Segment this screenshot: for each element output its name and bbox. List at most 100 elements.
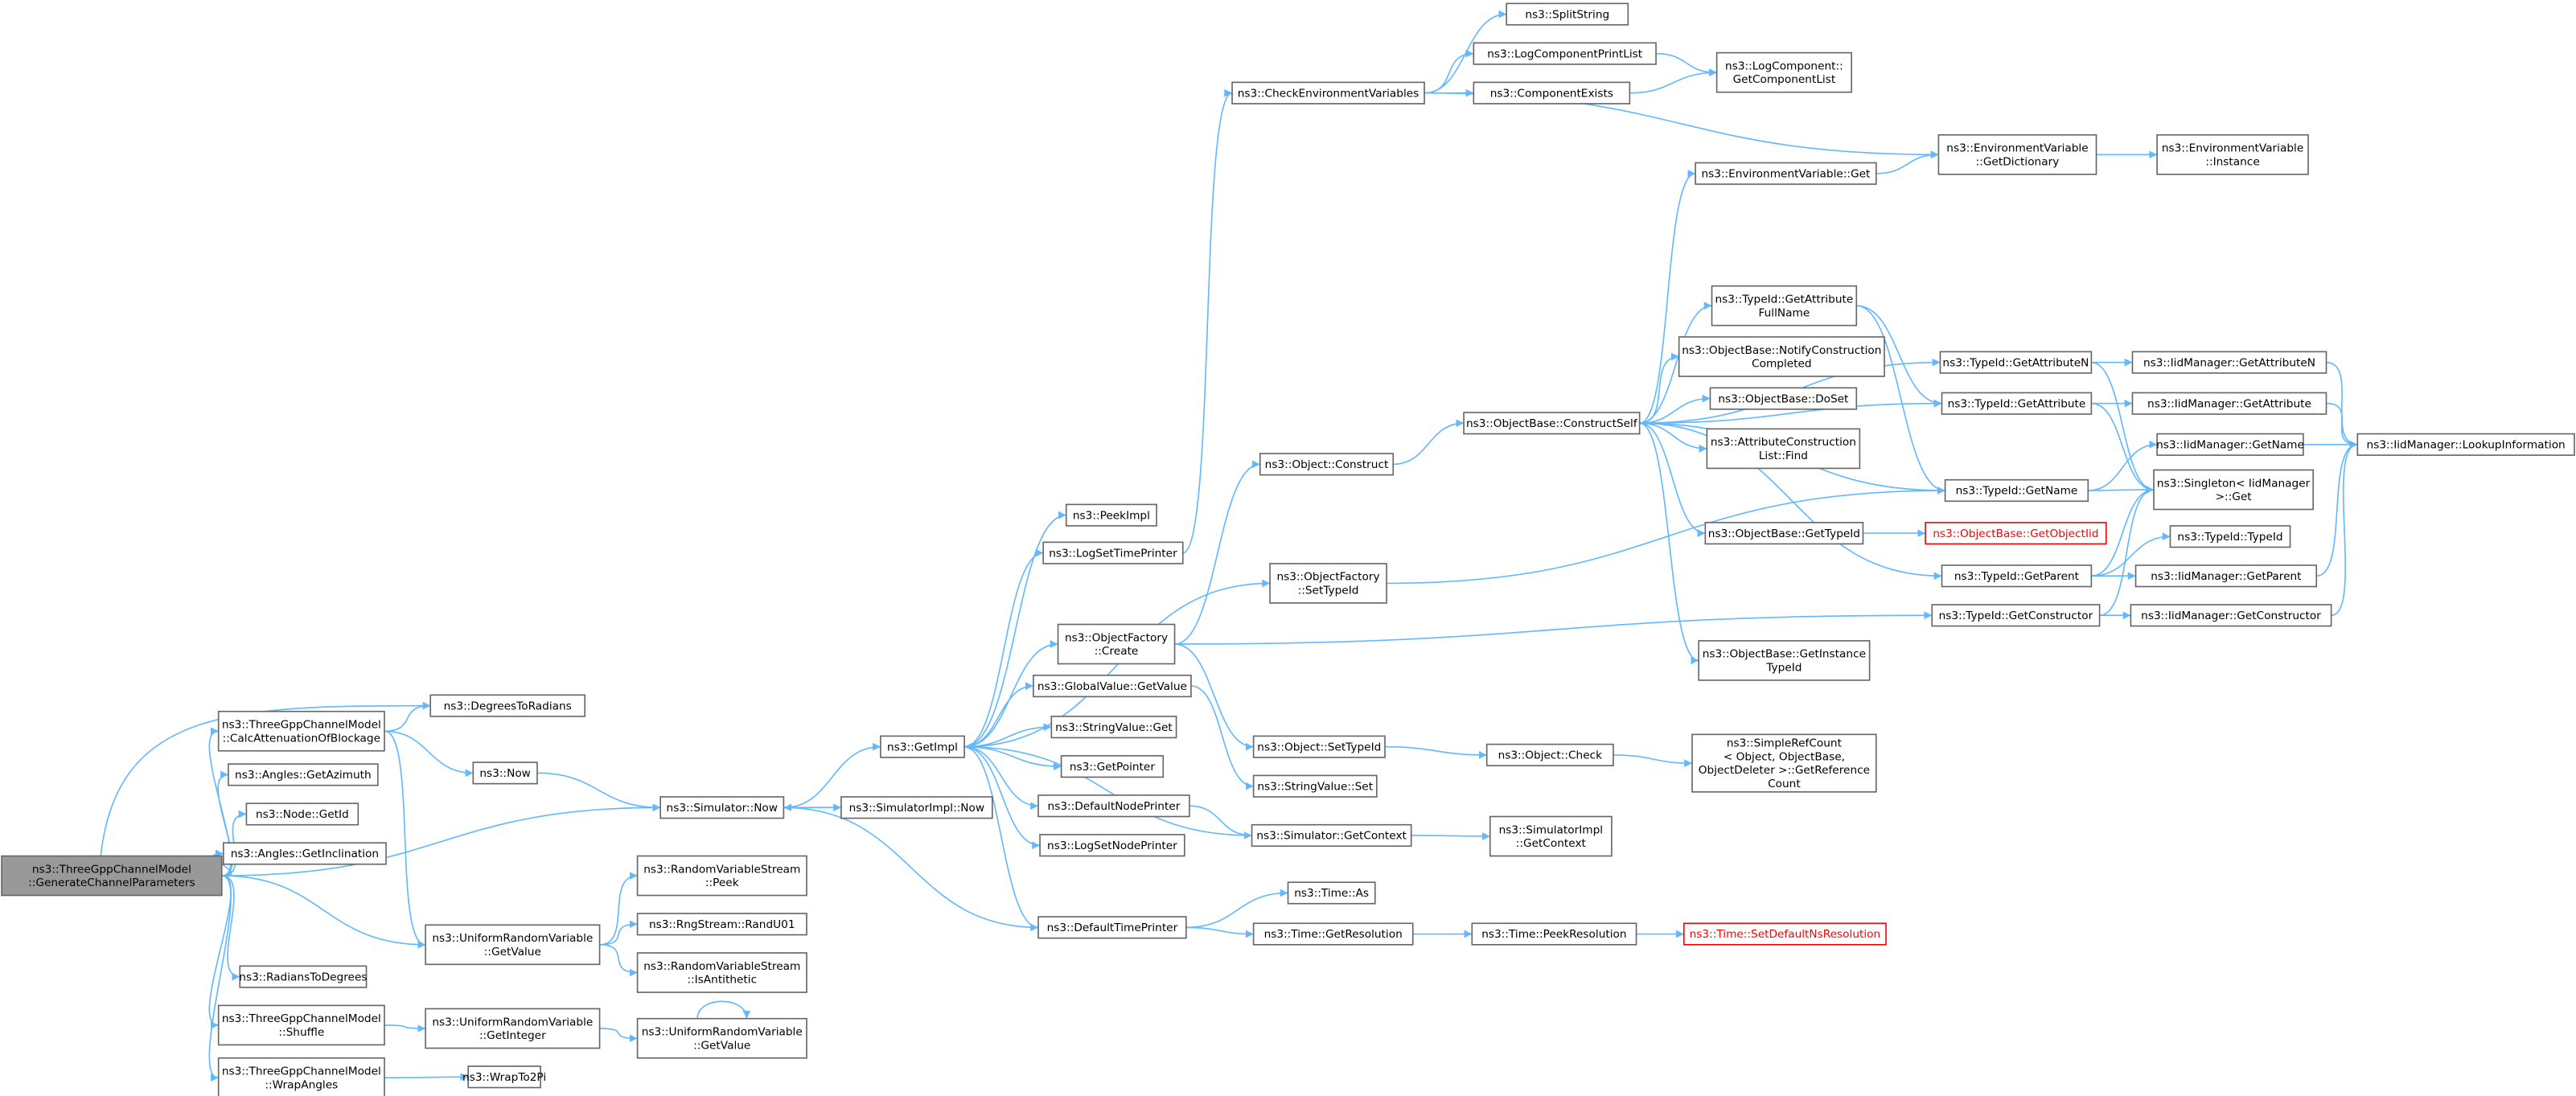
node-timepeekres[interactable]: ns3::Time::PeekResolution bbox=[1471, 922, 1637, 946]
node-simimplnow[interactable]: ns3::SimulatorImpl::Now bbox=[840, 796, 993, 819]
node-label: ns3::Angles::GetInclination bbox=[231, 848, 379, 860]
node-urvgetvalue[interactable]: ns3::UniformRandomVariable::GetValue bbox=[425, 924, 601, 966]
node-logsetnode[interactable]: ns3::LogSetNodePrinter bbox=[1039, 834, 1185, 857]
node-obconstructself[interactable]: ns3::ObjectBase::ConstructSelf bbox=[1463, 412, 1641, 435]
node-simnow[interactable]: ns3::Simulator::Now bbox=[659, 796, 785, 819]
node-box bbox=[1231, 81, 1425, 105]
node-wraptopi[interactable]: ns3::WrapTo2Pi bbox=[462, 1065, 546, 1089]
node-tidgetparent[interactable]: ns3::TypeId::GetParent bbox=[1941, 564, 2093, 588]
node-logsettime[interactable]: ns3::LogSetTimePrinter bbox=[1042, 541, 1184, 564]
node-gvgetvalue[interactable]: ns3::GlobalValue::GetValue bbox=[1033, 674, 1192, 698]
node-svset[interactable]: ns3::StringValue::Set bbox=[1252, 774, 1378, 798]
edge-tidgetparent-to-tidtypeid bbox=[2091, 532, 2171, 577]
node-getimpl[interactable]: ns3::GetImpl bbox=[880, 735, 965, 758]
node-calcatt[interactable]: ns3::ThreeGppChannelModel::CalcAttenuati… bbox=[217, 710, 385, 752]
node-deg2rad[interactable]: ns3::DegreesToRadians bbox=[429, 694, 586, 717]
node-box bbox=[1489, 815, 1613, 857]
node-singleton[interactable]: ns3::Singleton< IidManager>::Get bbox=[2153, 469, 2314, 511]
node-ofcreate[interactable]: ns3::ObjectFactory::Create bbox=[1057, 623, 1176, 665]
node-root[interactable]: ns3::ThreeGppChannelModel::GenerateChann… bbox=[1, 855, 223, 897]
node-defnodeprinter[interactable]: ns3::DefaultNodePrinter bbox=[1037, 794, 1190, 818]
node-obdoset[interactable]: ns3::ObjectBase::DoSet bbox=[1709, 387, 1858, 410]
node-tidgetattr[interactable]: ns3::TypeId::GetAttribute bbox=[1941, 392, 2093, 415]
node-urvgetvalue2[interactable]: ns3::UniformRandomVariable::GetValue bbox=[636, 1017, 807, 1059]
node-isanti[interactable]: ns3::RandomVariableStream::IsAntithetic bbox=[636, 952, 807, 993]
node-envget[interactable]: ns3::EnvironmentVariable::Get bbox=[1695, 162, 1877, 185]
node-tidgetattrn[interactable]: ns3::TypeId::GetAttributeN bbox=[1939, 351, 2093, 374]
node-iidgetname[interactable]: ns3::IidManager::GetName bbox=[2156, 433, 2304, 456]
node-envinst[interactable]: ns3::EnvironmentVariable::Instance bbox=[2156, 133, 2309, 175]
node-box bbox=[1252, 774, 1378, 798]
edge-obconstructself-to-obgettypeid bbox=[1639, 422, 1706, 537]
node-box bbox=[1252, 922, 1414, 946]
node-box bbox=[1471, 922, 1637, 946]
node-randu01[interactable]: ns3::RngStream::RandU01 bbox=[636, 913, 807, 936]
node-label: ns3::TypeId::GetAttribute bbox=[1715, 293, 1854, 306]
node-rvspeek[interactable]: ns3::RandomVariableStream::Peek bbox=[636, 855, 807, 897]
node-label: TypeId bbox=[1765, 662, 1802, 675]
node-label: ns3::ThreeGppChannelModel bbox=[222, 719, 381, 732]
node-simgetctx[interactable]: ns3::Simulator::GetContext bbox=[1251, 823, 1412, 848]
node-tidgetname[interactable]: ns3::TypeId::GetName bbox=[1944, 478, 2089, 503]
node-objsettypeid[interactable]: ns3::Object::SetTypeId bbox=[1252, 735, 1386, 758]
node-iidgetattr[interactable]: ns3::IidManager::GetAttribute bbox=[2131, 392, 2327, 415]
edge-root-to-radtodeg bbox=[221, 875, 240, 981]
node-label: ns3::ObjectBase::ConstructSelf bbox=[1466, 417, 1638, 430]
node-getaz[interactable]: ns3::Angles::GetAzimuth bbox=[228, 763, 379, 786]
edge-urvgetvalue2-to-urvgetvalue2 bbox=[696, 1000, 751, 1019]
node-svget[interactable]: ns3::StringValue::Get bbox=[1050, 716, 1177, 739]
node-box bbox=[1033, 674, 1192, 698]
node-label: ::Instance bbox=[2205, 155, 2259, 168]
node-compexists[interactable]: ns3::ComponentExists bbox=[1473, 81, 1631, 105]
node-wrapangles[interactable]: ns3::ThreeGppChannelModel::WrapAngles bbox=[217, 1057, 385, 1096]
node-box bbox=[2130, 604, 2332, 627]
node-label: ns3::ObjectBase::NotifyConstruction bbox=[1682, 344, 1881, 357]
node-logcompget[interactable]: ns3::LogComponent::GetComponentList bbox=[1715, 51, 1852, 93]
node-label: ns3::RadiansToDegrees bbox=[239, 971, 367, 983]
node-label: ns3::ObjectBase::GetObjectIid bbox=[1933, 527, 2098, 540]
node-label: ns3::WrapTo2Pi bbox=[462, 1071, 546, 1084]
node-objconstruct[interactable]: ns3::Object::Construct bbox=[1259, 453, 1395, 476]
node-box bbox=[1939, 351, 2093, 374]
node-simimplgetctx[interactable]: ns3::SimulatorImpl::GetContext bbox=[1489, 815, 1613, 857]
node-getincl[interactable]: ns3::Angles::GetInclination bbox=[222, 842, 387, 865]
node-timeas[interactable]: ns3::Time::As bbox=[1287, 881, 1376, 905]
node-radtodeg[interactable]: ns3::RadiansToDegrees bbox=[239, 965, 367, 988]
node-ofsettypeid[interactable]: ns3::ObjectFactory::SetTypeId bbox=[1269, 563, 1387, 604]
node-nodegetid[interactable]: ns3::Node::GetId bbox=[245, 803, 359, 826]
node-label: ns3::TypeId::GetAttributeN bbox=[1942, 356, 2089, 369]
node-obgetobjtid[interactable]: ns3::ObjectBase::GetObjectIid bbox=[1925, 522, 2107, 545]
node-tidtypeid[interactable]: ns3::TypeId::TypeId bbox=[2169, 525, 2291, 548]
node-obgettypeid[interactable]: ns3::ObjectBase::GetTypeId bbox=[1704, 522, 1864, 545]
node-iidgetparent[interactable]: ns3::IidManager::GetParent bbox=[2134, 564, 2318, 588]
node-urvgetint[interactable]: ns3::UniformRandomVariable::GetInteger bbox=[425, 1008, 601, 1049]
node-objcheck[interactable]: ns3::Object::Check bbox=[1485, 743, 1614, 766]
node-splitstring[interactable]: ns3::SplitString bbox=[1506, 2, 1629, 26]
edge-urvgetvalue-to-isanti bbox=[599, 944, 638, 977]
node-label: ns3::TypeId::GetConstructor bbox=[1939, 610, 2093, 622]
node-iidgetctor[interactable]: ns3::IidManager::GetConstructor bbox=[2130, 604, 2332, 627]
node-envgetdict[interactable]: ns3::EnvironmentVariable::GetDictionary bbox=[1937, 133, 2097, 175]
edge-wrapangles-to-wraptopi bbox=[384, 1073, 469, 1082]
node-iidgetattrn[interactable]: ns3::IidManager::GetAttributeN bbox=[2131, 351, 2327, 374]
node-iidlookup[interactable]: ns3::IidManager::LookupInformation bbox=[2356, 433, 2575, 456]
node-box bbox=[636, 913, 807, 936]
node-obnotify[interactable]: ns3::ObjectBase::NotifyConstructionCompl… bbox=[1678, 336, 1885, 377]
node-timesetdefault[interactable]: ns3::Time::SetDefaultNsResolution bbox=[1682, 922, 1887, 946]
node-tidgetctor[interactable]: ns3::TypeId::GetConstructor bbox=[1931, 604, 2101, 627]
node-label: ns3::SimpleRefCount bbox=[1727, 737, 1843, 750]
node-simplerefcount[interactable]: ns3::SimpleRefCount< Object, ObjectBase,… bbox=[1691, 733, 1877, 793]
node-label: < Object, ObjectBase, bbox=[1723, 750, 1845, 763]
node-getpointer[interactable]: ns3::GetPointer bbox=[1060, 755, 1165, 778]
node-timegetres[interactable]: ns3::Time::GetResolution bbox=[1252, 922, 1414, 946]
node-deftimeprinter[interactable]: ns3::DefaultTimePrinter bbox=[1037, 916, 1187, 939]
node-checkenv[interactable]: ns3::CheckEnvironmentVariables bbox=[1231, 81, 1425, 105]
node-peekimpl[interactable]: ns3::PeekImpl bbox=[1065, 503, 1157, 527]
node-now[interactable]: ns3::Now bbox=[472, 761, 538, 785]
node-shuffle[interactable]: ns3::ThreeGppChannelModel::Shuffle bbox=[217, 1004, 385, 1046]
node-box bbox=[1506, 2, 1629, 26]
node-logcompprint[interactable]: ns3::LogComponentPrintList bbox=[1473, 42, 1657, 65]
